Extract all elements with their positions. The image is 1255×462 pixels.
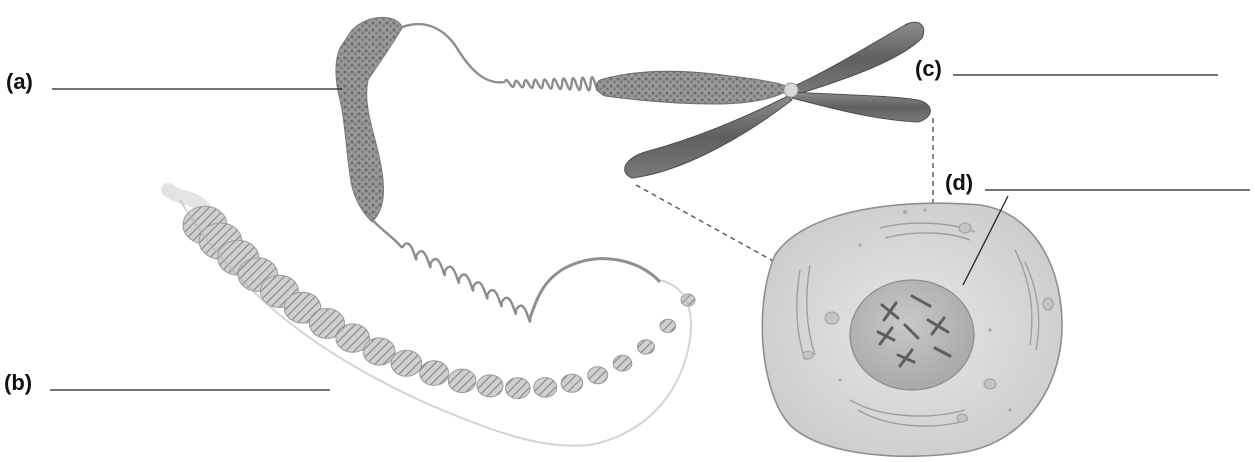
helix-turn <box>613 355 632 371</box>
helix-turn <box>588 367 608 384</box>
helix-turn <box>477 375 503 397</box>
helix-turn <box>534 378 557 398</box>
label-b: (b) <box>4 370 32 395</box>
label-a-group: (a) <box>6 69 342 94</box>
cell <box>762 203 1062 456</box>
helix-turn <box>363 338 395 365</box>
label-c-group: (c) <box>915 56 1218 81</box>
helix-turn <box>391 350 422 376</box>
helix-turn <box>561 374 583 392</box>
chromatin-fiber <box>395 24 660 322</box>
label-a: (a) <box>6 69 33 94</box>
helix-turn <box>506 378 531 399</box>
centromere <box>784 83 798 97</box>
dna-double-helix <box>168 190 695 446</box>
helix-turn <box>637 340 654 354</box>
helix-turn <box>660 319 676 332</box>
helix-turn <box>448 369 476 392</box>
label-d: (d) <box>945 170 973 195</box>
label-b-group: (b) <box>4 370 330 395</box>
helix-turn <box>420 361 449 386</box>
label-c: (c) <box>915 56 942 81</box>
